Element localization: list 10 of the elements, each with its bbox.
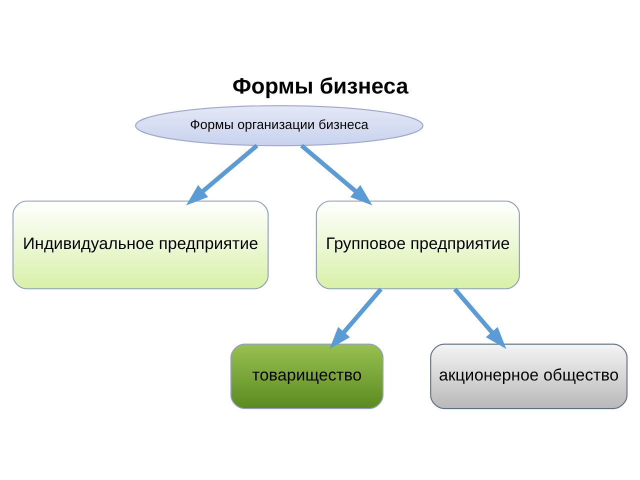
arrow bbox=[453, 287, 506, 348]
arrow bbox=[330, 287, 383, 348]
node-box: акционерное общество bbox=[430, 343, 628, 409]
arrow bbox=[300, 143, 372, 205]
arrow bbox=[186, 143, 258, 205]
node-box: Индивидуальное предприятие bbox=[12, 200, 269, 289]
node-ellipse: Формы организации бизнеса bbox=[135, 104, 424, 146]
node-box: Групповое предприятие bbox=[316, 200, 520, 289]
node-box: товарищество bbox=[230, 343, 384, 409]
diagram-title: Формы бизнеса bbox=[232, 73, 408, 98]
